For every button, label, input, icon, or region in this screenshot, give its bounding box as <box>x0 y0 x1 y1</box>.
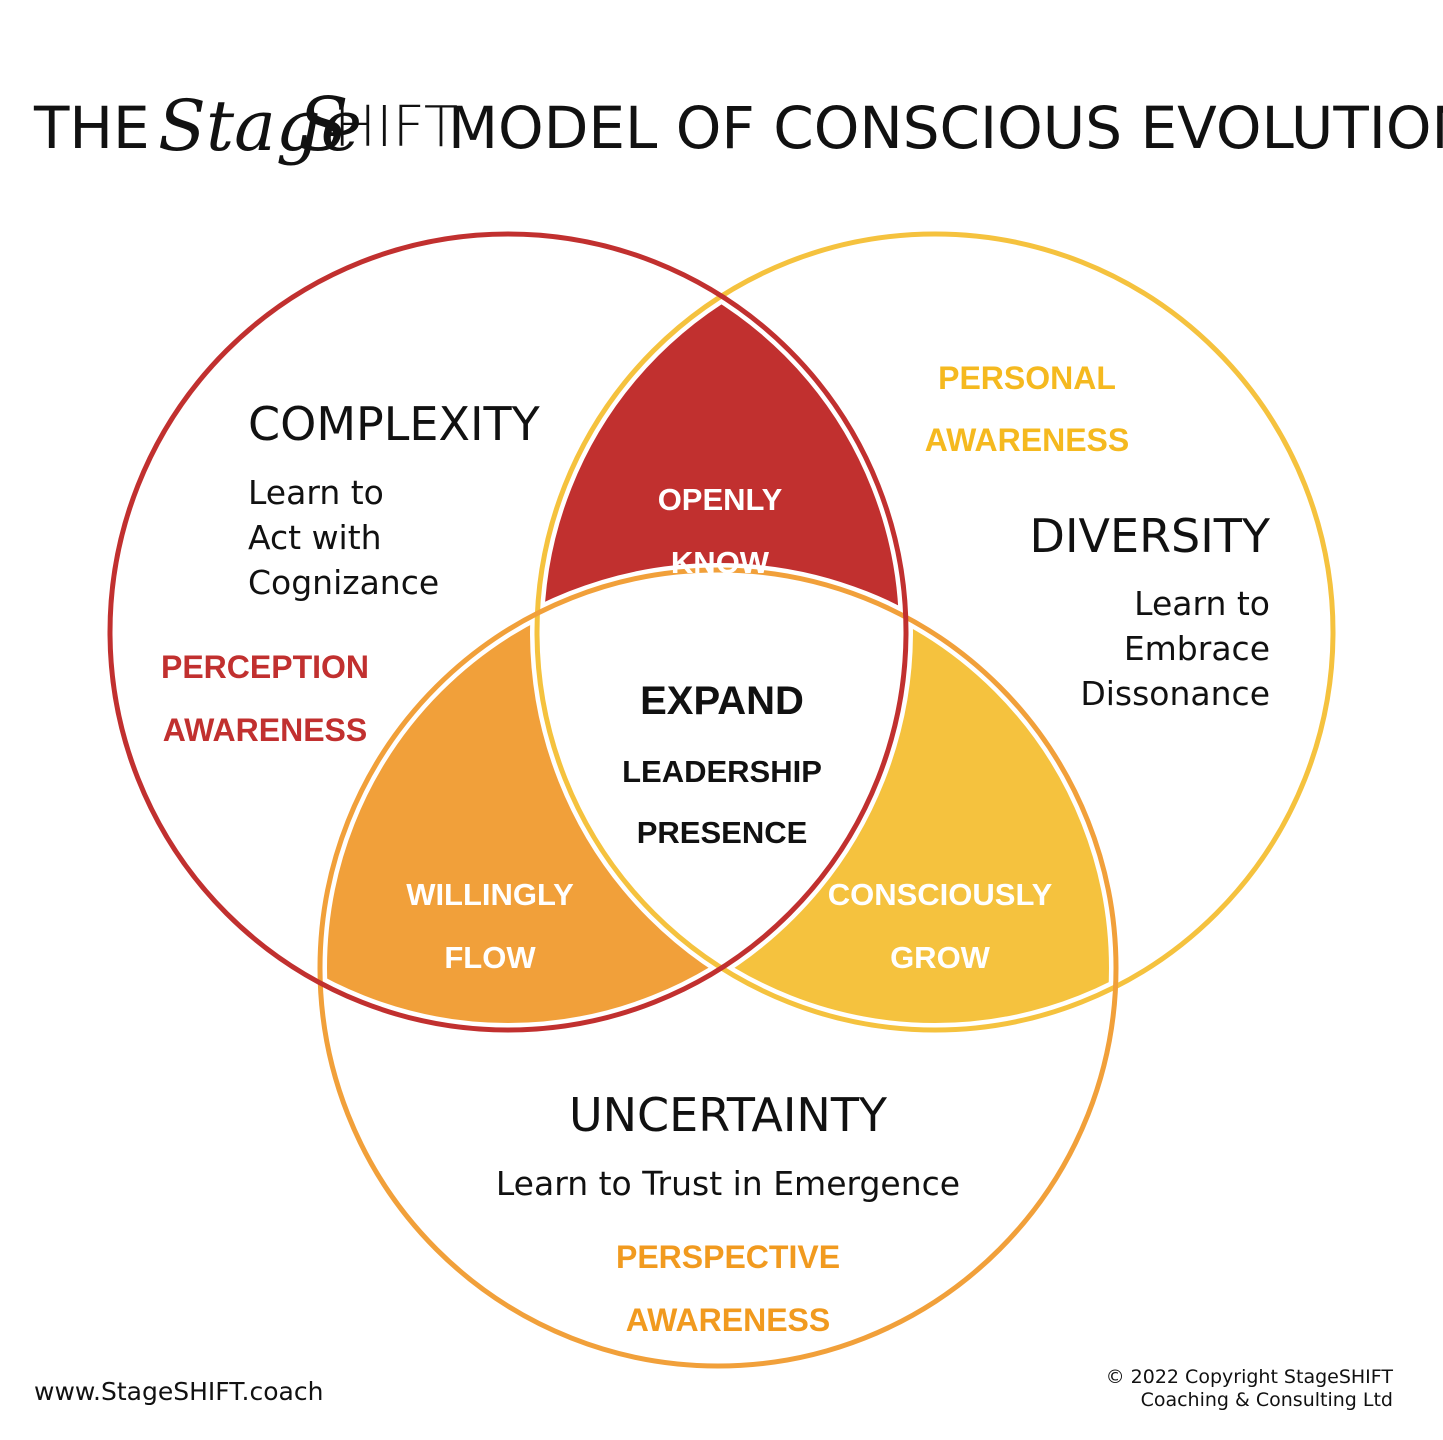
overlap-labels: OPENLY KNOW EXPAND LEADERSHIP PRESENCE W… <box>406 482 1052 975</box>
complexity-body-1: Learn to <box>248 473 384 512</box>
perception-label-1: PERCEPTION <box>161 649 369 685</box>
personal-label-2: AWARENESS <box>925 422 1129 458</box>
logo-stage-script: Stage <box>158 85 362 167</box>
logo-hift-thin: HIFT <box>334 95 458 160</box>
diversity-body-3: Dissonance <box>1080 674 1270 713</box>
perspective-label-2: AWARENESS <box>626 1302 830 1338</box>
personal-label-1: PERSONAL <box>938 360 1116 396</box>
diversity-body-2: Embrace <box>1124 629 1270 668</box>
diversity-body-1: Learn to <box>1134 584 1270 623</box>
perspective-label-1: PERSPECTIVE <box>616 1239 840 1275</box>
footer: www.StageSHIFT.coach © 2022 Copyright St… <box>34 1366 1393 1411</box>
right-overlap-label-2: GROW <box>890 940 991 975</box>
logo-s-script: S <box>298 82 349 168</box>
left-overlap-label-1: WILLINGLY <box>406 877 574 912</box>
left-overlap-label-2: FLOW <box>444 940 536 975</box>
circle-outlines <box>103 227 1340 1373</box>
top-overlap-label-2: KNOW <box>671 545 770 580</box>
center-heading: EXPAND <box>640 679 804 723</box>
right-overlap-label-1: CONSCIOUSLY <box>828 877 1053 912</box>
copyright-line-1: © 2022 Copyright StageSHIFT <box>1106 1366 1394 1388</box>
diversity-text: PERSONAL AWARENESS DIVERSITY Learn to Em… <box>925 360 1271 713</box>
copyright-line-2: Coaching & Consulting Ltd <box>1141 1389 1393 1411</box>
perception-label-2: AWARENESS <box>163 712 367 748</box>
complexity-circle <box>107 231 909 1033</box>
title: THE Stage S HIFT MODEL OF CONSCIOUS EVOL… <box>33 82 1443 168</box>
title-prefix: THE <box>33 94 150 162</box>
center-sub-2: PRESENCE <box>637 815 808 850</box>
complexity-text: COMPLEXITY Learn to Act with Cognizance … <box>161 397 541 748</box>
uncertainty-text: UNCERTAINTY Learn to Trust in Emergence … <box>496 1088 960 1338</box>
uncertainty-body: Learn to Trust in Emergence <box>496 1164 960 1203</box>
complexity-body-2: Act with <box>248 518 382 557</box>
complexity-body-3: Cognizance <box>248 563 439 602</box>
diversity-heading: DIVERSITY <box>1030 509 1271 563</box>
complexity-heading: COMPLEXITY <box>248 397 541 451</box>
title-suffix: MODEL OF CONSCIOUS EVOLUTION <box>448 94 1443 162</box>
diversity-circle <box>534 231 1336 1033</box>
center-sub-1: LEADERSHIP <box>622 754 822 789</box>
uncertainty-heading: UNCERTAINTY <box>569 1088 888 1142</box>
top-overlap-label-1: OPENLY <box>658 482 783 517</box>
uncertainty-circle <box>317 567 1119 1369</box>
website-link[interactable]: www.StageSHIFT.coach <box>34 1377 323 1406</box>
